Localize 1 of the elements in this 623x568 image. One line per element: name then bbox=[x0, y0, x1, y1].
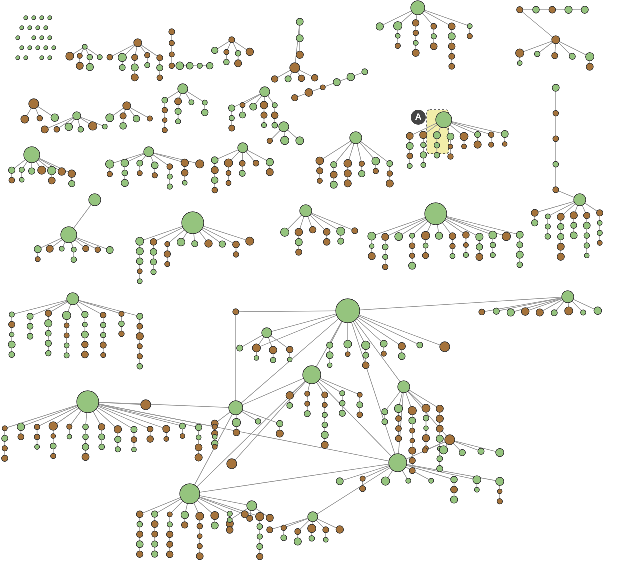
callout-badge: A bbox=[411, 110, 426, 125]
